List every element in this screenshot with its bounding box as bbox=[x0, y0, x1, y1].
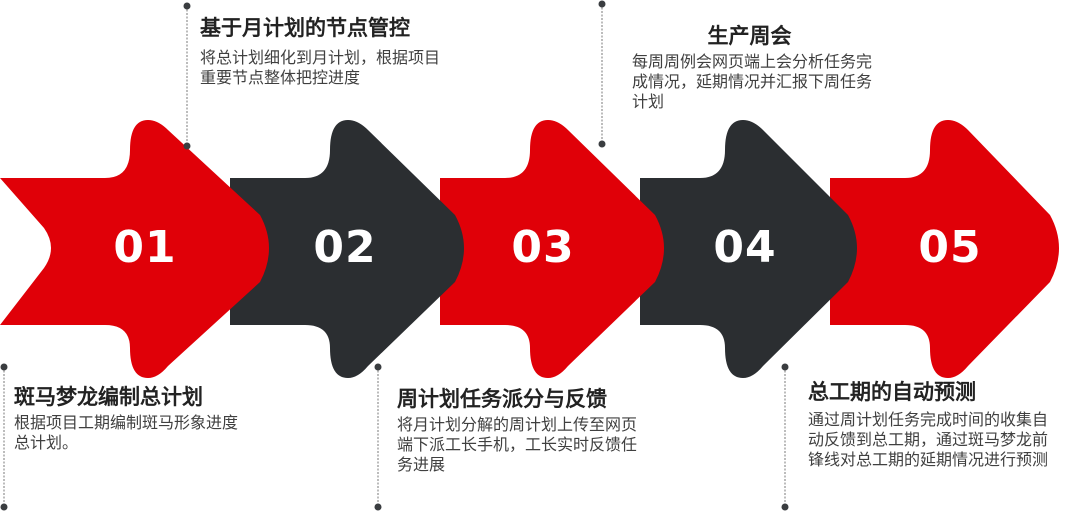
step-number-03: 03 bbox=[511, 222, 574, 273]
step-number-02: 02 bbox=[313, 222, 376, 273]
arrow-step-03 bbox=[440, 120, 664, 378]
step-title: 总工期的自动预测 bbox=[808, 380, 976, 404]
step-card-05: 总工期的自动预测 通过周计划任务完成时间的收集自动反馈到总工期，通过斑马梦龙前锋… bbox=[808, 378, 1078, 470]
arrow-step-05 bbox=[830, 120, 1059, 378]
connector-step-05 bbox=[781, 363, 789, 511]
step-description: 每周周例会网页端上会分析任务完成情况，延期情况并汇报下周任务计划 bbox=[632, 52, 873, 111]
step-card-01: 斑马梦龙编制总计划 根据项目工期编制斑马形象进度总计划。 bbox=[14, 383, 254, 453]
step-title: 斑马梦龙编制总计划 bbox=[14, 385, 203, 409]
step-card-03: 周计划任务派分与反馈 将月计划分解的周计划上传至网页端下派工长手机，工长实时反馈… bbox=[397, 385, 647, 475]
step-number-05: 05 bbox=[918, 222, 981, 273]
connector-step-03 bbox=[374, 363, 382, 511]
connector-step-01 bbox=[0, 363, 8, 511]
step-title: 基于月计划的节点管控 bbox=[200, 16, 410, 40]
connector-step-02 bbox=[183, 2, 191, 150]
step-card-02: 基于月计划的节点管控 将总计划细化到月计划，根据项目重要节点整体把控进度 bbox=[200, 14, 460, 88]
step-number-04: 04 bbox=[713, 222, 776, 273]
step-number-01: 01 bbox=[113, 222, 176, 273]
connector-step-04 bbox=[598, 0, 606, 148]
step-title: 周计划任务派分与反馈 bbox=[397, 387, 607, 411]
step-description: 将月计划分解的周计划上传至网页端下派工长手机，工长实时反馈任务进展 bbox=[397, 415, 638, 474]
step-title: 生产周会 bbox=[707, 24, 792, 48]
step-card-04: 生产周会 每周周例会网页端上会分析任务完成情况，延期情况并汇报下周任务计划 bbox=[632, 22, 877, 112]
arrow-step-02 bbox=[230, 120, 464, 378]
arrow-step-01 bbox=[0, 120, 269, 378]
arrow-step-04 bbox=[640, 120, 857, 378]
step-description: 根据项目工期编制斑马形象进度总计划。 bbox=[14, 413, 239, 452]
step-description: 通过周计划任务完成时间的收集自动反馈到总工期，通过斑马梦龙前锋线对总工期的延期情… bbox=[808, 410, 1049, 469]
step-description: 将总计划细化到月计划，根据项目重要节点整体把控进度 bbox=[200, 48, 441, 87]
